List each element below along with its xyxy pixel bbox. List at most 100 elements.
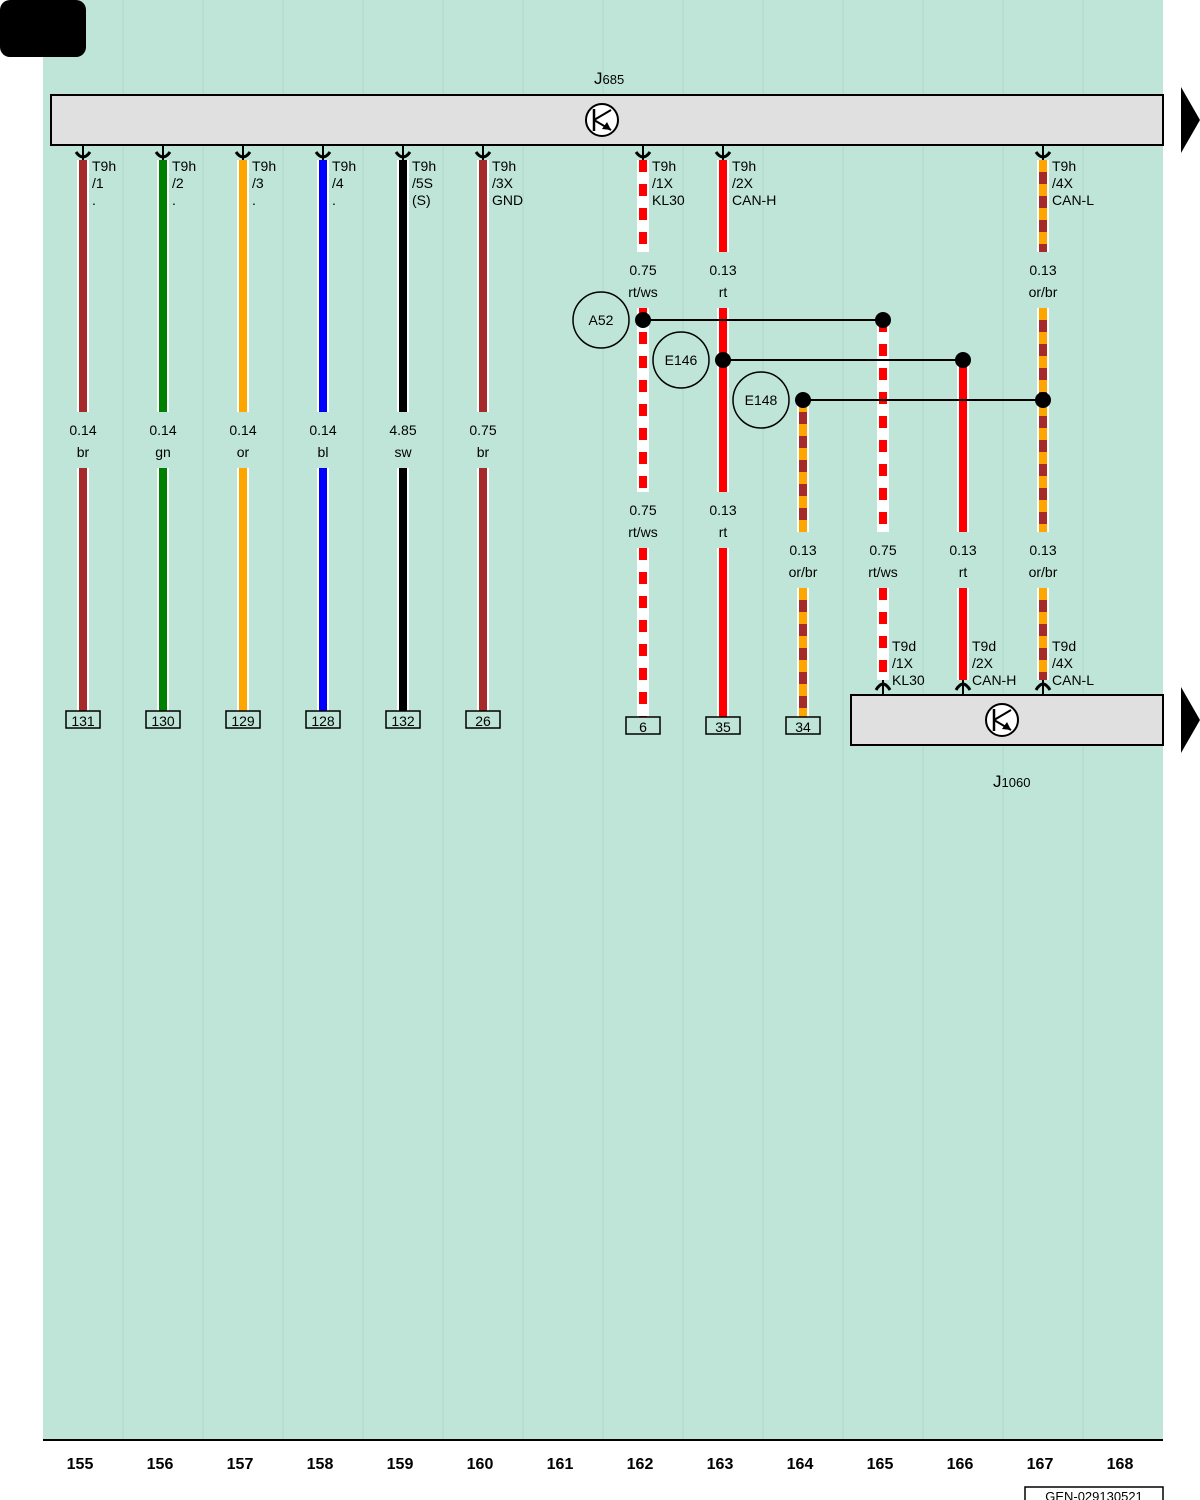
pin-label: T9h (172, 158, 196, 174)
splice-a52[interactable]: A52 (572, 291, 891, 349)
pin-label: T9h (332, 158, 356, 174)
wire-segment[interactable] (877, 588, 889, 680)
pin-label: T9h (92, 158, 116, 174)
wire-color-label: rt/ws (628, 524, 658, 540)
column-number: 162 (627, 1456, 654, 1473)
terminal-label: 34 (795, 719, 811, 735)
wire-segment[interactable] (237, 160, 249, 412)
wire-color-label: sw (394, 444, 412, 460)
splice-dot (635, 312, 651, 328)
continue-arrow-top[interactable] (1181, 87, 1200, 153)
wire-color-label: rt/ws (868, 564, 898, 580)
pin-label: T9d (1052, 638, 1076, 654)
column-number: 164 (787, 1456, 814, 1473)
splice-e148[interactable]: E148 (732, 371, 1051, 429)
wire-size-label: 4.85 (389, 422, 416, 438)
wire-color-label: rt/ws (628, 284, 658, 300)
wire-size-label: 0.14 (229, 422, 256, 438)
wire-size-label: 0.13 (709, 262, 736, 278)
terminal-box (385, 710, 421, 729)
wire-segment[interactable] (237, 468, 249, 712)
wire-size-label: 0.75 (629, 502, 656, 518)
wire-size-label: 0.14 (69, 422, 96, 438)
pin-label: T9h (252, 158, 276, 174)
wire-segment[interactable] (477, 468, 489, 712)
page-corner-tab (0, 0, 86, 57)
reference-box: GEN-029130521 (1024, 1486, 1164, 1500)
wire-segment[interactable] (477, 160, 489, 412)
wire-size-label: 0.13 (709, 502, 736, 518)
component-j1060[interactable]: J1060 (850, 694, 1164, 791)
terminal-box (625, 716, 661, 735)
wire-color-label: gn (155, 444, 171, 460)
continue-arrow-bottom[interactable] (1181, 687, 1200, 753)
splice-label: E146 (665, 352, 698, 368)
splice-dot (795, 392, 811, 408)
wire-segment[interactable] (1037, 588, 1049, 680)
wire-segment[interactable] (797, 588, 809, 718)
wire-segment[interactable] (157, 468, 169, 712)
pin-label: /4 (332, 175, 344, 191)
wire-segment[interactable] (157, 160, 169, 412)
column-number: 156 (147, 1456, 174, 1473)
pin-label: /4X (1052, 175, 1074, 191)
terminal-label: 129 (231, 713, 255, 729)
pin-label: (S) (412, 192, 431, 208)
wire-labels: T9h/1.0.14br131T9h/2.0.14gn130T9h/3.0.14… (65, 158, 1094, 735)
wire-size-label: 0.13 (1029, 262, 1056, 278)
pin-label: /2 (172, 175, 184, 191)
wire-segment[interactable] (637, 308, 649, 492)
pin-label: /5S (412, 175, 433, 191)
j1060-label: J1060 (993, 772, 1030, 791)
wire-color-label: or/br (1029, 564, 1058, 580)
column-number: 155 (67, 1456, 94, 1473)
wire-segment[interactable] (397, 468, 409, 712)
wire-color-label: rt (719, 284, 728, 300)
wire-segment[interactable] (797, 400, 809, 532)
terminal-label: 35 (715, 719, 731, 735)
wire-segment[interactable] (717, 308, 729, 492)
wire-segment[interactable] (877, 320, 889, 532)
pin-label: /3 (252, 175, 264, 191)
pin-label: GND (492, 192, 523, 208)
wire-segment[interactable] (717, 548, 729, 718)
wire-segment[interactable] (637, 160, 649, 252)
pin-label: CAN-H (972, 672, 1016, 688)
wire-color-label: bl (318, 444, 329, 460)
wire-segment[interactable] (77, 160, 89, 412)
wire-segment[interactable] (317, 468, 329, 712)
wire-segment[interactable] (717, 160, 729, 252)
column-number: 159 (387, 1456, 414, 1473)
terminal-label: 26 (475, 713, 491, 729)
wire-segment[interactable] (637, 548, 649, 718)
wire-segment[interactable] (1037, 308, 1049, 532)
pin-label: CAN-H (732, 192, 776, 208)
terminal-box (145, 710, 181, 729)
wire-segment[interactable] (957, 360, 969, 532)
wire-segment[interactable] (1037, 160, 1049, 252)
pin-label: /4X (1052, 655, 1074, 671)
wire-segment[interactable] (77, 468, 89, 712)
wire-color-label: rt (959, 564, 968, 580)
wire-segment[interactable] (397, 160, 409, 412)
component-j685[interactable]: J685 (50, 69, 1164, 146)
column-number: 165 (867, 1456, 894, 1473)
wire-color-label: or/br (789, 564, 818, 580)
pin-label: T9h (492, 158, 516, 174)
wire-size-label: 0.13 (949, 542, 976, 558)
pin-label: /1 (92, 175, 104, 191)
wire-color-label: br (77, 444, 90, 460)
splice-e146[interactable]: E146 (652, 331, 971, 389)
pin-label: /2X (732, 175, 754, 191)
pin-label: KL30 (892, 672, 925, 688)
column-number: 163 (707, 1456, 734, 1473)
pin-label: T9d (892, 638, 916, 654)
wire-segment[interactable] (957, 588, 969, 680)
j685-label: J685 (594, 69, 624, 88)
terminal-label: 132 (391, 713, 415, 729)
pin-label: T9h (732, 158, 756, 174)
wire-segment[interactable] (317, 160, 329, 412)
splice-lines (643, 319, 1043, 401)
